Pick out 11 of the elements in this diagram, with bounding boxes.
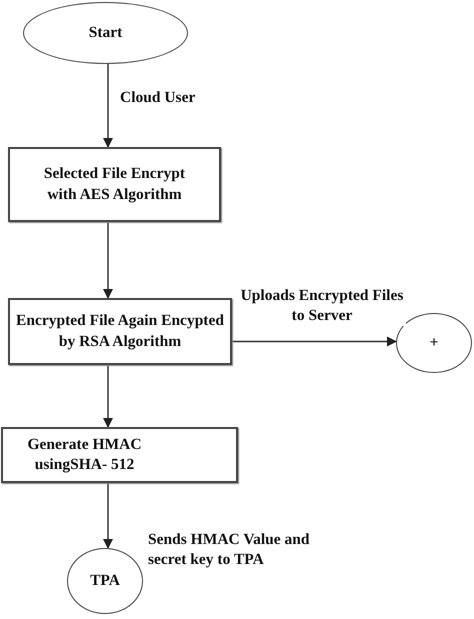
edge-label: Uploads Encrypted Files to Server xyxy=(238,286,406,326)
process-box: Encrypted File Again Encypted by RSA Algorithm xyxy=(8,298,232,365)
arrow xyxy=(103,64,113,148)
arrow xyxy=(103,365,113,428)
start-ellipse: Start xyxy=(23,2,188,64)
process-box: Generate HMAC usingSHA- 512 xyxy=(1,427,238,483)
arrow xyxy=(103,483,113,549)
arrow xyxy=(103,222,113,299)
connector-circle: TPA xyxy=(67,548,143,614)
arrow xyxy=(232,336,397,346)
process-box: Selected File Encrypt with AES Algorithm xyxy=(8,147,221,222)
